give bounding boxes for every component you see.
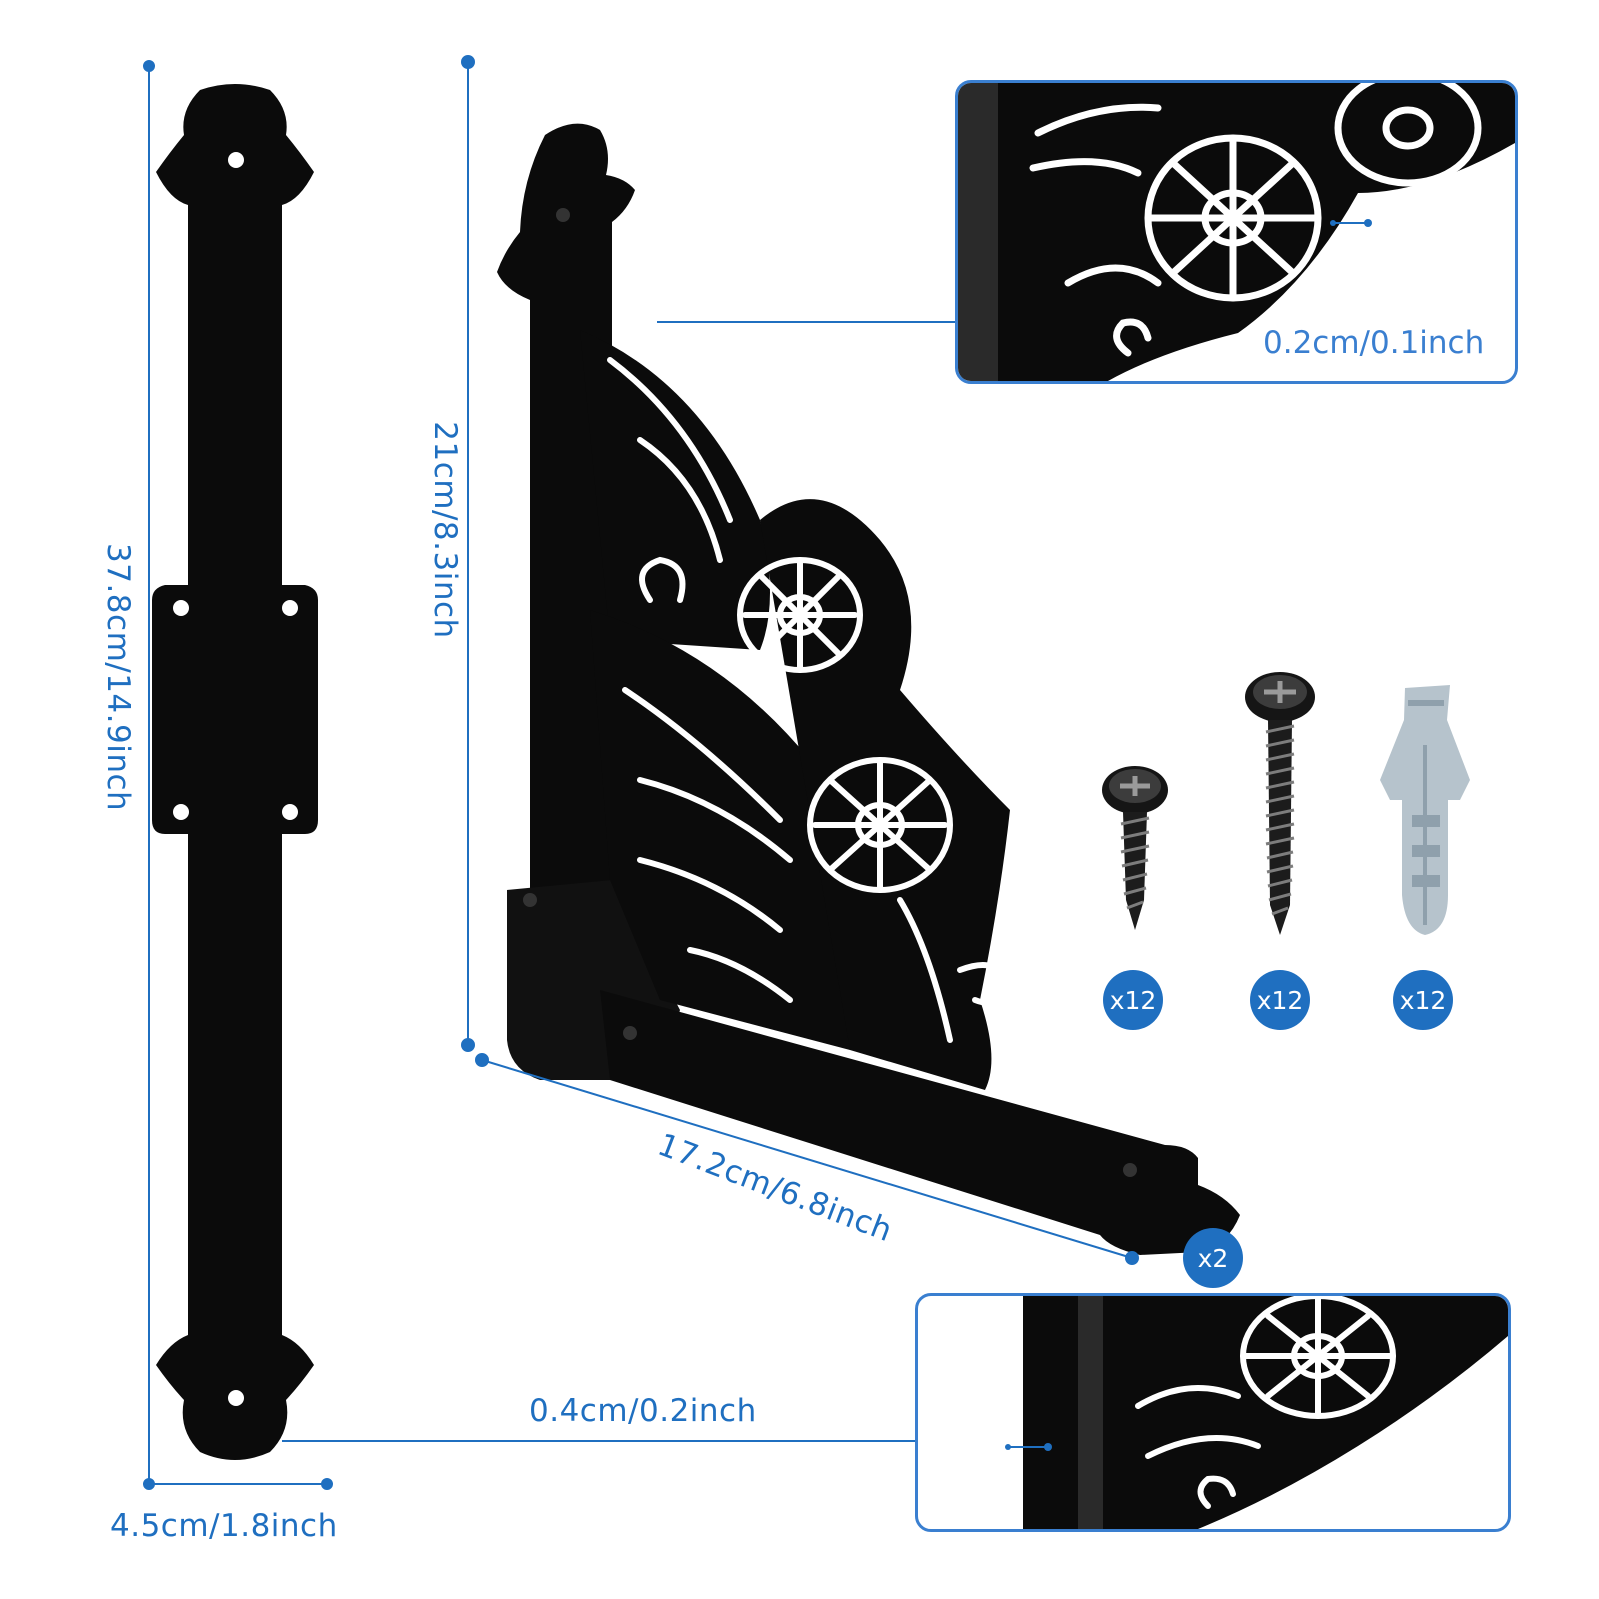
strap-thickness-detail (915, 1293, 1511, 1532)
wall-anchor-quantity-badge: x12 (1393, 970, 1453, 1030)
shelf-bracket (497, 123, 1240, 1255)
strap-thickness-label: 0.4cm/0.2inch (529, 1393, 757, 1429)
strap-detail-artwork (1005, 1296, 1508, 1529)
strap-width-label: 4.5cm/1.8inch (110, 1508, 338, 1544)
flat-strap (152, 84, 318, 1460)
bracket-height-label: 21cm/8.3inch (427, 421, 463, 639)
bracket-thickness-detail: 0.2cm/0.1inch (955, 80, 1518, 384)
long-screw-quantity-badge: x12 (1250, 970, 1310, 1030)
long-screw-icon (1245, 672, 1315, 935)
bracket-thickness-label: 0.2cm/0.1inch (1263, 325, 1485, 361)
bracket-detail-artwork (958, 83, 1515, 381)
strap-length-label: 37.8cm/14.9inch (100, 543, 136, 812)
bracket-quantity-badge: x2 (1183, 1228, 1243, 1288)
short-screw-icon (1102, 766, 1168, 930)
wall-anchor-icon (1380, 685, 1470, 935)
bracket-dimension-lines (461, 55, 1139, 1265)
short-screw-quantity-badge: x12 (1103, 970, 1163, 1030)
